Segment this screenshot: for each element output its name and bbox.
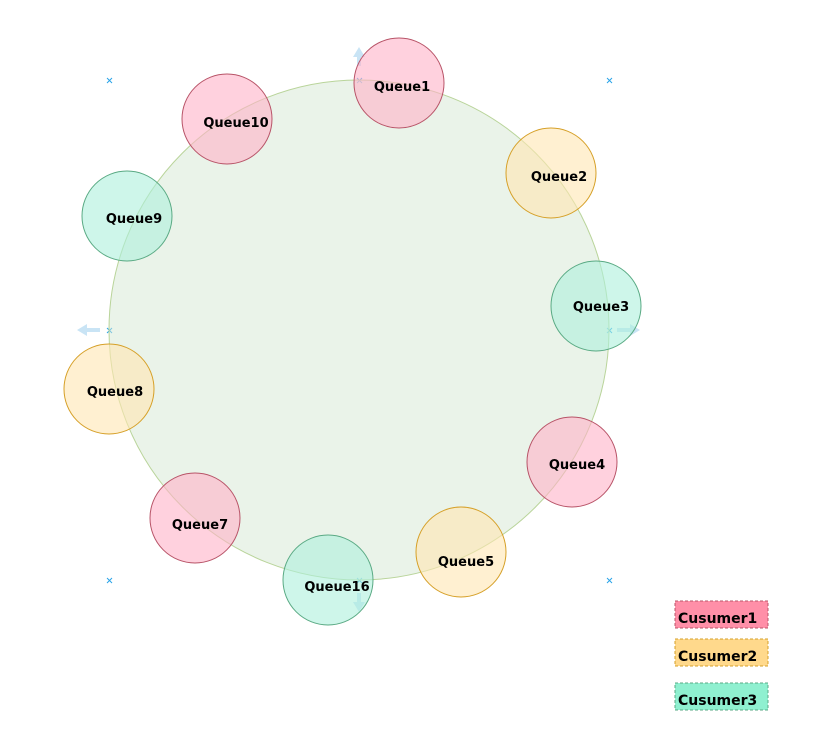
handle-bottom-left-icon[interactable] bbox=[106, 577, 113, 584]
legend-item-cusumer3[interactable]: Cusumer3 bbox=[674, 682, 769, 711]
queue-label: Queue8 bbox=[87, 385, 143, 400]
queue-node-4[interactable]: Queue4 bbox=[526, 416, 618, 508]
queue-node-8[interactable]: Queue8 bbox=[63, 343, 155, 435]
queue-circle[interactable] bbox=[353, 37, 445, 129]
queue-label: Queue2 bbox=[531, 170, 587, 185]
queue-node-3[interactable]: Queue3 bbox=[550, 260, 642, 352]
queue-circle[interactable] bbox=[415, 506, 507, 598]
legend-swatch[interactable] bbox=[674, 682, 769, 711]
queue-label: Queue16 bbox=[304, 580, 369, 595]
legend: Cusumer1 Cusumer2 Cusumer3 bbox=[674, 600, 769, 711]
queue-nodes: Queue1 Queue2 Queue3 Queue4 Queue5 Queue… bbox=[63, 37, 642, 626]
queue-circle[interactable] bbox=[81, 170, 173, 262]
queue-circle[interactable] bbox=[63, 343, 155, 435]
legend-label: Cusumer1 bbox=[678, 611, 757, 627]
queue-node-7[interactable]: Queue7 bbox=[149, 472, 241, 564]
legend-item-cusumer1[interactable]: Cusumer1 bbox=[674, 600, 769, 629]
legend-label: Cusumer3 bbox=[678, 693, 757, 709]
queue-circle[interactable] bbox=[526, 416, 618, 508]
handle-top-right-icon[interactable] bbox=[606, 77, 613, 84]
legend-swatch[interactable] bbox=[674, 638, 769, 667]
queue-label: Queue3 bbox=[573, 300, 629, 315]
queue-circle[interactable] bbox=[181, 73, 273, 165]
legend-label: Cusumer2 bbox=[678, 649, 757, 665]
queue-label: Queue5 bbox=[438, 555, 494, 570]
queue-node-5[interactable]: Queue5 bbox=[415, 506, 507, 598]
queue-node-2[interactable]: Queue2 bbox=[505, 127, 597, 219]
queue-node-16[interactable]: Queue16 bbox=[282, 534, 374, 626]
queue-circle[interactable] bbox=[149, 472, 241, 564]
arrow-up-icon[interactable] bbox=[353, 47, 365, 66]
handle-bottom-right-icon[interactable] bbox=[606, 577, 613, 584]
queue-label: Queue9 bbox=[106, 212, 162, 227]
queue-label: Queue10 bbox=[203, 116, 268, 131]
arrow-left-icon[interactable] bbox=[77, 324, 100, 336]
queue-node-1[interactable]: Queue1 bbox=[353, 37, 445, 129]
queue-circle[interactable] bbox=[282, 534, 374, 626]
legend-swatch[interactable] bbox=[674, 600, 769, 629]
legend-item-cusumer2[interactable]: Cusumer2 bbox=[674, 638, 769, 667]
handle-top-left-icon[interactable] bbox=[106, 77, 113, 84]
queue-label: Queue1 bbox=[374, 80, 430, 95]
queue-circle[interactable] bbox=[550, 260, 642, 352]
queue-node-10[interactable]: Queue10 bbox=[181, 73, 273, 165]
queue-node-9[interactable]: Queue9 bbox=[81, 170, 173, 262]
queue-label: Queue7 bbox=[172, 518, 228, 533]
queue-label: Queue4 bbox=[549, 458, 605, 473]
queue-circle[interactable] bbox=[505, 127, 597, 219]
